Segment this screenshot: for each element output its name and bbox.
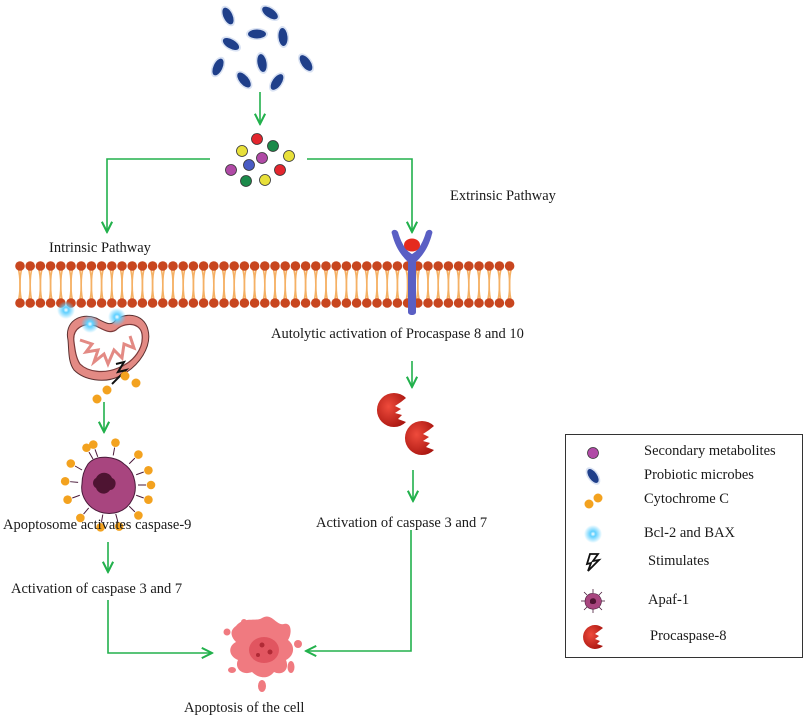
legend: Secondary metabolites Probiotic microbes…	[565, 434, 803, 658]
cytochrome-c-icon	[92, 394, 102, 404]
secondary-metabolite-icon	[256, 152, 268, 164]
legend-item-procaspase8: Procaspase-8	[566, 623, 802, 651]
procaspase-8-pair	[376, 393, 434, 455]
cytochrome-c-icon	[584, 493, 603, 509]
apoptotic-cell	[223, 616, 302, 692]
legend-label: Secondary metabolites	[644, 443, 776, 459]
procaspase8-icon	[376, 393, 406, 427]
cytochrome-c-icon	[134, 450, 143, 459]
cytochrome-c-icon	[96, 523, 105, 532]
legend-item-cytochrome-c: Cytochrome C	[566, 489, 802, 511]
legend-label: Bcl-2 and BAX	[644, 525, 736, 541]
mitochondrion	[66, 314, 150, 385]
cytochrome-c-icon	[144, 495, 153, 505]
extrinsic-pathway-label: Extrinsic Pathway	[450, 188, 556, 204]
probiotic-microbe-icon	[294, 50, 318, 76]
arrow-to-intrinsic	[107, 158, 210, 232]
apaf1-icon	[581, 589, 605, 613]
bcl2-bax-icon	[81, 315, 99, 333]
probiotic-microbe-icon	[254, 51, 270, 75]
legend-item-apaf1: Apaf-1	[566, 587, 802, 615]
secondary-metabolite-icon	[259, 174, 271, 186]
probiotic-microbe-icon	[276, 25, 290, 49]
secondary-metabolite-icon	[587, 447, 599, 459]
cytochrome-c-icon	[131, 378, 141, 388]
probiotic-microbe-icon	[246, 28, 268, 40]
secondary-metabolite-icon	[283, 150, 295, 162]
cytochrome-c-icon	[63, 495, 72, 505]
secondary-metabolite-icon	[240, 175, 252, 187]
bcl2-bax-markers	[57, 301, 126, 333]
death-receptor	[391, 229, 433, 315]
probiotic-microbe-icon	[257, 1, 283, 25]
legend-item-bcl2-bax: Bcl-2 and BAX	[566, 523, 802, 545]
procaspase8-icon	[583, 625, 603, 649]
activation-caspase-right-label: Activation of caspase 3 and 7	[316, 515, 488, 531]
bcl2-bax-icon	[584, 525, 602, 543]
probiotic-microbe-icon	[232, 67, 256, 93]
legend-item-secondary-metabolites: Secondary metabolites	[566, 441, 802, 463]
legend-label: Apaf-1	[648, 592, 690, 608]
apoptosome	[60, 438, 156, 532]
cytochrome-c-icon	[60, 476, 70, 486]
bcl2-bax-icon	[108, 308, 126, 326]
secondary-metabolite-icon	[225, 164, 237, 176]
procaspase8-icon	[404, 421, 434, 455]
ligand-icon	[404, 238, 420, 252]
cytochrome-c-icon	[88, 440, 98, 449]
cytochrome-c-icon	[120, 371, 130, 381]
cytochrome-c-icon	[111, 438, 120, 447]
cytochrome-c-icon	[66, 459, 76, 468]
secondary-metabolite-icon	[267, 140, 279, 152]
cytochrome-c-icon	[76, 513, 85, 523]
secondary-metabolite-icon	[274, 164, 286, 176]
cytochrome-c-icon	[102, 385, 112, 395]
apoptosis-label: Apoptosis of the cell	[184, 700, 305, 716]
probiotic-microbe-icon	[207, 54, 229, 80]
secondary-metabolites-cluster	[225, 133, 295, 187]
probiotic-microbe-icon	[218, 33, 244, 55]
arrow-to-extrinsic	[307, 158, 412, 232]
secondary-metabolite-icon	[243, 159, 255, 171]
cell-membrane	[15, 261, 515, 308]
bcl2-bax-icon	[57, 301, 75, 319]
cytochrome-c-icon	[144, 465, 153, 475]
legend-label: Probiotic microbes	[644, 467, 754, 483]
stimulates-icon	[585, 553, 602, 572]
legend-label: Cytochrome C	[644, 491, 729, 507]
legend-label: Stimulates	[648, 553, 710, 569]
secondary-metabolite-icon	[236, 145, 248, 157]
flow-arrows	[104, 92, 413, 653]
secondary-metabolite-icon	[251, 133, 263, 145]
probiotic-microbe-icon	[217, 3, 239, 29]
cytochrome-c-icon	[146, 480, 156, 490]
legend-label: Procaspase-8	[650, 628, 727, 644]
probiotic-microbe-icon	[265, 69, 289, 95]
apoptosome-label: Apoptosome activates caspase-9	[3, 517, 192, 533]
cytochrome-c-icon	[134, 511, 143, 520]
legend-item-stimulates: Stimulates	[566, 551, 802, 573]
intrinsic-pathway-label: Intrinsic Pathway	[49, 240, 151, 256]
arrow-right-to-apoptosis	[306, 530, 412, 651]
arrow-left-to-apoptosis	[107, 600, 212, 653]
autolytic-activation-label: Autolytic activation of Procaspase 8 and…	[271, 326, 524, 342]
cytochrome-c-released	[92, 371, 141, 404]
probiotic-microbe-icon	[585, 467, 601, 485]
legend-item-probiotic-microbes: Probiotic microbes	[566, 465, 802, 487]
cytochrome-c-icon	[114, 522, 124, 531]
cytochrome-c-icon	[82, 443, 91, 453]
activation-caspase-left-label: Activation of caspase 3 and 7	[11, 581, 183, 597]
probiotic-microbes-cluster	[207, 1, 318, 95]
